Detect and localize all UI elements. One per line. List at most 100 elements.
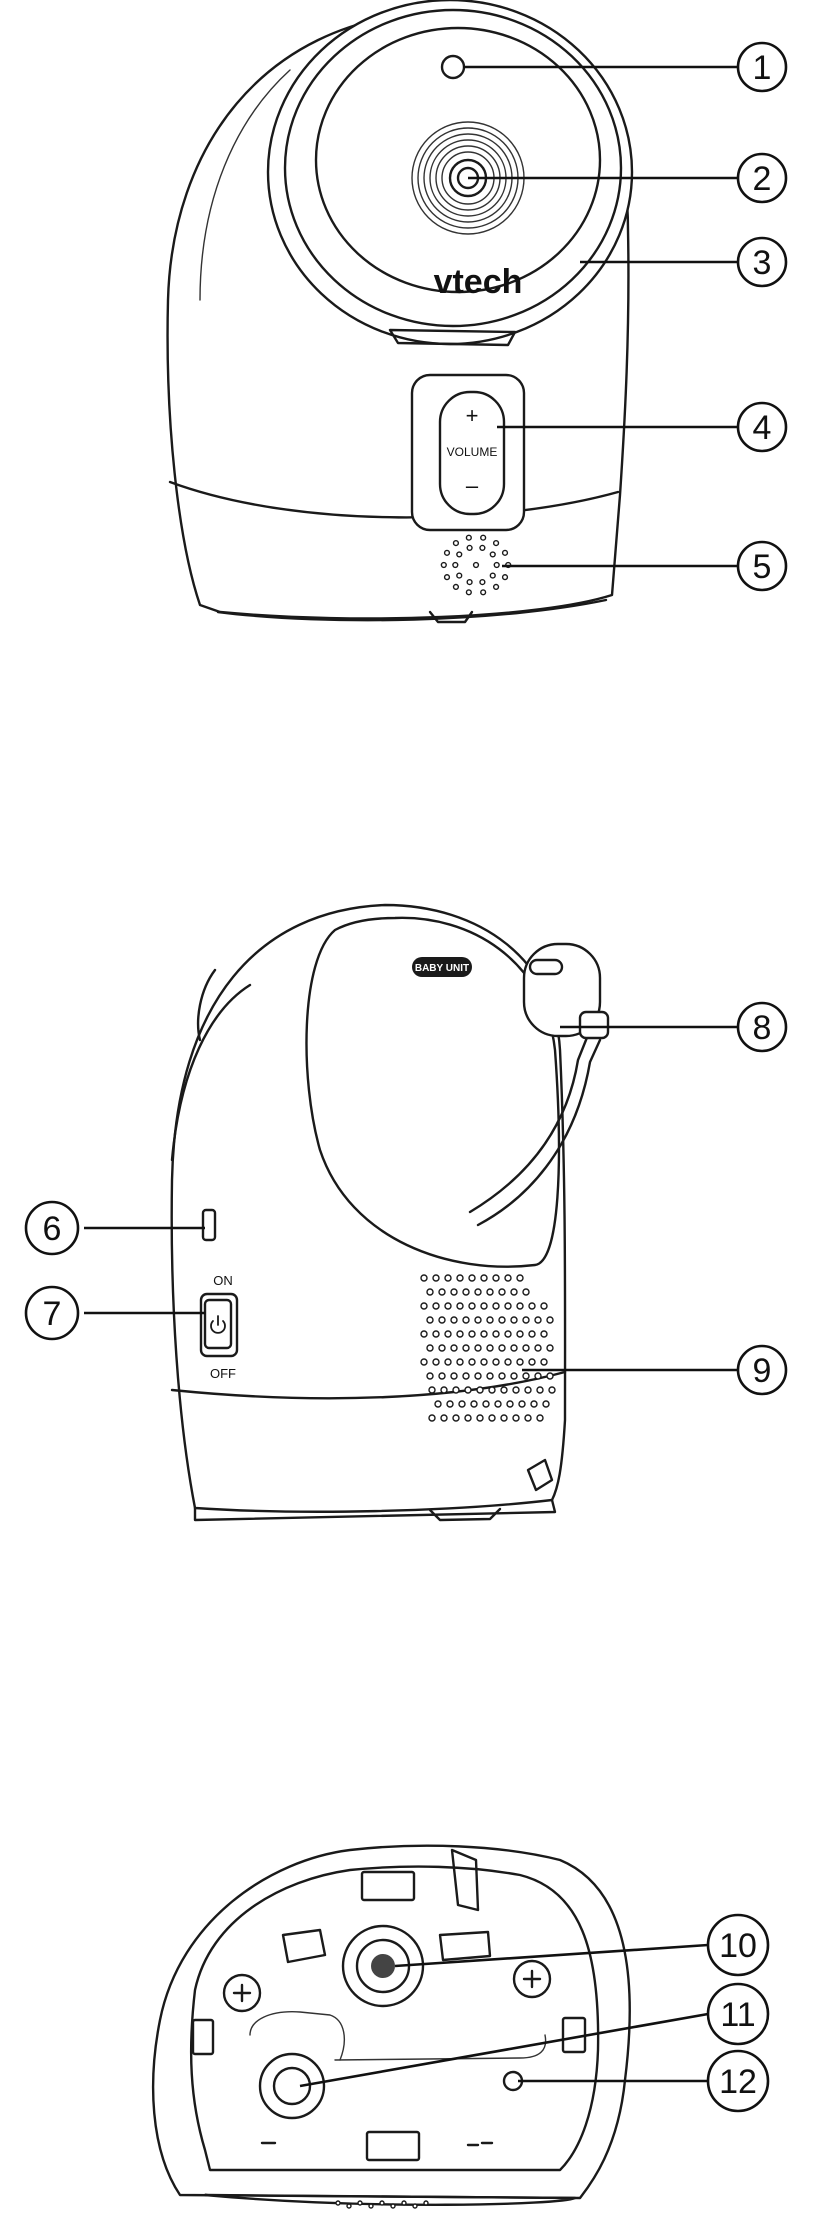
speaker-hole bbox=[528, 1330, 536, 1338]
power-jack[interactable] bbox=[201, 1208, 217, 1242]
volume-minus-label: – bbox=[466, 473, 479, 498]
speaker-hole bbox=[524, 1414, 532, 1422]
speaker-hole bbox=[522, 1316, 530, 1324]
microphone-hole bbox=[492, 583, 500, 590]
microphone-hole bbox=[472, 561, 480, 569]
callout-4-number: 4 bbox=[753, 409, 772, 447]
speaker-hole bbox=[444, 1358, 452, 1366]
baby-unit-badge-text: BABY UNIT bbox=[415, 963, 469, 974]
vent-hole bbox=[335, 2200, 341, 2206]
power-switch[interactable] bbox=[199, 1292, 239, 1358]
speaker-hole bbox=[420, 1302, 428, 1310]
speaker-hole bbox=[498, 1288, 506, 1296]
speaker-hole bbox=[444, 1330, 452, 1338]
speaker-hole bbox=[486, 1316, 494, 1324]
speaker-hole bbox=[504, 1358, 512, 1366]
speaker-hole bbox=[504, 1302, 512, 1310]
callout-11 bbox=[706, 1982, 770, 2046]
bottom-vent-holes bbox=[335, 2200, 429, 2209]
speaker-hole bbox=[452, 1414, 460, 1422]
microphone-hole bbox=[479, 579, 486, 586]
speaker-hole bbox=[516, 1330, 524, 1338]
vent-hole bbox=[412, 2203, 418, 2209]
speaker-hole bbox=[548, 1386, 556, 1394]
volume-plus-label: + bbox=[466, 403, 479, 428]
speaker-hole bbox=[476, 1386, 484, 1394]
speaker-hole bbox=[512, 1414, 520, 1422]
speaker-hole bbox=[546, 1316, 554, 1324]
callout-7-number: 7 bbox=[43, 1295, 62, 1333]
speaker-hole bbox=[506, 1400, 514, 1408]
speaker-hole bbox=[536, 1386, 544, 1394]
speaker-hole bbox=[534, 1316, 542, 1324]
speaker-hole bbox=[432, 1358, 440, 1366]
screw-cross-icon bbox=[222, 1973, 262, 2013]
speaker-hole bbox=[540, 1302, 548, 1310]
microphone-hole bbox=[480, 589, 487, 596]
vent-hole bbox=[357, 2200, 363, 2206]
speaker-hole bbox=[444, 1274, 452, 1282]
speaker-hole bbox=[486, 1372, 494, 1380]
vent-hole bbox=[401, 2200, 407, 2206]
microphone-hole bbox=[465, 534, 472, 541]
speaker-hole bbox=[474, 1372, 482, 1380]
callout-5-number: 5 bbox=[753, 548, 772, 586]
microphone-hole bbox=[456, 572, 463, 579]
baby-unit-badge bbox=[412, 957, 472, 977]
power-on-label: ON bbox=[213, 1273, 233, 1288]
callout-1 bbox=[736, 41, 788, 93]
speaker-hole bbox=[498, 1372, 506, 1380]
speaker-hole bbox=[492, 1302, 500, 1310]
speaker-hole bbox=[534, 1344, 542, 1352]
speaker-hole bbox=[522, 1288, 530, 1296]
speaker-hole bbox=[458, 1400, 466, 1408]
speaker-hole bbox=[510, 1344, 518, 1352]
power-off-label: OFF bbox=[210, 1366, 236, 1381]
speaker-hole bbox=[434, 1400, 442, 1408]
speaker-hole bbox=[438, 1344, 446, 1352]
microphone-hole bbox=[465, 589, 472, 596]
speaker-hole bbox=[450, 1344, 458, 1352]
speaker-hole bbox=[492, 1330, 500, 1338]
speaker-hole bbox=[546, 1344, 554, 1352]
speaker-hole bbox=[450, 1288, 458, 1296]
speaker-hole bbox=[488, 1414, 496, 1422]
speaker-hole bbox=[456, 1358, 464, 1366]
speaker-hole bbox=[450, 1372, 458, 1380]
speaker-hole bbox=[486, 1344, 494, 1352]
speaker-hole bbox=[510, 1372, 518, 1380]
speaker-hole bbox=[474, 1288, 482, 1296]
speaker-hole bbox=[516, 1302, 524, 1310]
callout-10-number: 10 bbox=[719, 1927, 757, 1965]
microphone-hole bbox=[501, 574, 509, 581]
microphone-hole bbox=[440, 561, 447, 569]
speaker-hole bbox=[468, 1274, 476, 1282]
speaker-hole bbox=[438, 1316, 446, 1324]
callout-2-number: 2 bbox=[753, 160, 772, 198]
speaker-hole bbox=[432, 1302, 440, 1310]
speaker-hole bbox=[492, 1274, 500, 1282]
speaker-hole bbox=[498, 1344, 506, 1352]
speaker-hole bbox=[492, 1358, 500, 1366]
speaker-hole bbox=[546, 1372, 554, 1380]
speaker-hole bbox=[468, 1302, 476, 1310]
speaker-hole bbox=[468, 1358, 476, 1366]
speaker-hole bbox=[432, 1330, 440, 1338]
speaker-hole bbox=[504, 1330, 512, 1338]
speaker-hole bbox=[516, 1358, 524, 1366]
microphone-hole bbox=[443, 574, 451, 581]
microphone-hole bbox=[501, 549, 509, 556]
speaker-hole bbox=[542, 1400, 550, 1408]
speaker-hole bbox=[462, 1372, 470, 1380]
callout-6-number: 6 bbox=[43, 1210, 62, 1248]
speaker-hole bbox=[536, 1414, 544, 1422]
volume-button[interactable] bbox=[438, 390, 506, 516]
speaker-hole bbox=[452, 1386, 460, 1394]
speaker-hole bbox=[444, 1302, 452, 1310]
callout-2 bbox=[736, 152, 788, 204]
microphone-hole bbox=[443, 549, 451, 556]
speaker-hole bbox=[426, 1344, 434, 1352]
volume-label: VOLUME bbox=[447, 445, 498, 459]
